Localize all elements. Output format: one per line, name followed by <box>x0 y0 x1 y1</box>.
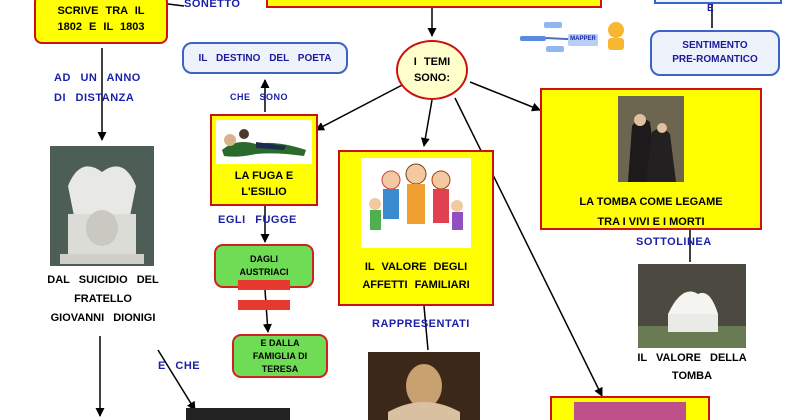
node-sentimento-line1: SENTIMENTO <box>682 39 747 53</box>
tomba-painting-graphic <box>618 96 684 182</box>
node-affetti-line2: AFFETTI FAMILIARI <box>362 276 469 294</box>
node-austriaci-line2: AUSTRIACI <box>240 266 289 279</box>
mapper-logo-graphic <box>516 14 626 54</box>
node-sentimento: SENTIMENTO PRE-ROMANTICO <box>650 30 780 76</box>
node-tomba-line2: TRA I VIVI E I MORTI <box>597 212 704 232</box>
node-fuga-line1: LA FUGA E <box>235 168 293 184</box>
bottom-right-node-partial <box>550 396 710 420</box>
mapper-logo-text: MAPPER <box>568 36 598 42</box>
connector-temi-tomba <box>470 82 540 110</box>
label-ad-un-anno-2: DI DISTANZA <box>54 92 134 104</box>
connector-e-che <box>158 350 195 410</box>
node-tomba-line1: LA TOMBA COME LEGAME <box>579 192 722 212</box>
label-sottolinea: SOTTOLINEA <box>636 236 712 248</box>
node-affetti-line1: IL VALORE DEGLI <box>365 258 467 276</box>
node-famiglia-line1: E DALLA <box>261 337 300 350</box>
node-tomba: LA TOMBA COME LEGAME TRA I VIVI E I MORT… <box>540 88 762 230</box>
node-temi: I TEMI SONO: <box>396 40 468 100</box>
fuga-painting-graphic <box>216 120 312 164</box>
family-illustration-graphic <box>361 158 471 248</box>
red-bar-2 <box>238 300 290 310</box>
node-famiglia-line3: TERESA <box>262 363 299 376</box>
red-bar-1 <box>238 280 290 290</box>
node-scrive: SCRIVE TRA IL 1802 E IL 1803 <box>34 0 168 44</box>
tomba-painting <box>618 96 684 182</box>
label-e-fragment: E <box>707 3 714 14</box>
node-scrive-line2: 1802 E IL 1803 <box>57 19 144 35</box>
connector-temi-affetti <box>424 100 432 146</box>
label-rappresentati: RAPPRESENTATI <box>372 318 470 330</box>
node-sentimento-line2: PRE-ROMANTICO <box>672 53 758 67</box>
text-valore-tomba-2: TOMBA <box>612 370 772 382</box>
label-che-sono: CHE SONO <box>230 92 288 102</box>
dipinto-graphic <box>368 352 480 420</box>
node-famiglia-line2: FAMIGLIA DI <box>253 350 307 363</box>
connector-temi-fuga <box>316 82 408 130</box>
label-ad-un-anno-1: AD UN ANNO <box>54 72 141 84</box>
node-temi-line1: I TEMI <box>414 54 450 70</box>
node-temi-line2: SONO: <box>414 70 450 86</box>
angel-statue-graphic <box>50 146 154 266</box>
label-egli-fugge: EGLI FUGGE <box>218 214 297 226</box>
image-dipinto <box>368 352 480 420</box>
node-destino-text: IL DESTINO DEL POETA <box>198 53 331 64</box>
image-tomb-statue <box>638 264 746 348</box>
node-famiglia: E DALLA FAMIGLIA DI TERESA <box>232 334 328 378</box>
node-austriaci-line1: DAGLI <box>250 253 278 266</box>
node-affetti: IL VALORE DEGLI AFFETTI FAMILIARI <box>338 150 494 306</box>
node-destino: IL DESTINO DEL POETA <box>182 42 348 74</box>
text-suicidio-1: DAL SUICIDIO DEL <box>28 274 178 286</box>
image-bottom-left-photo <box>186 408 290 420</box>
top-right-node-partial <box>654 0 782 4</box>
mapper-logo: MAPPER <box>516 14 626 54</box>
label-e-che: E CHE <box>158 360 200 372</box>
tomb-statue-graphic <box>638 264 746 348</box>
node-fuga-line2: L'ESILIO <box>241 184 286 200</box>
root-node-partial <box>266 0 602 8</box>
affetti-illustration <box>361 158 471 248</box>
fuga-painting <box>216 120 312 164</box>
node-fuga: LA FUGA E L'ESILIO <box>210 114 318 206</box>
text-suicidio-3: GIOVANNI DIONIGI <box>28 312 178 324</box>
text-suicidio-2: FRATELLO <box>28 293 178 305</box>
connector-bars <box>238 280 290 310</box>
bottom-right-image <box>574 402 686 420</box>
label-sonetto: SONETTO <box>184 0 240 10</box>
image-angel-statue <box>50 146 154 266</box>
node-scrive-line1: SCRIVE TRA IL <box>57 3 144 19</box>
connector-sonetto <box>168 4 184 6</box>
text-valore-tomba-1: IL VALORE DELLA <box>612 352 772 364</box>
